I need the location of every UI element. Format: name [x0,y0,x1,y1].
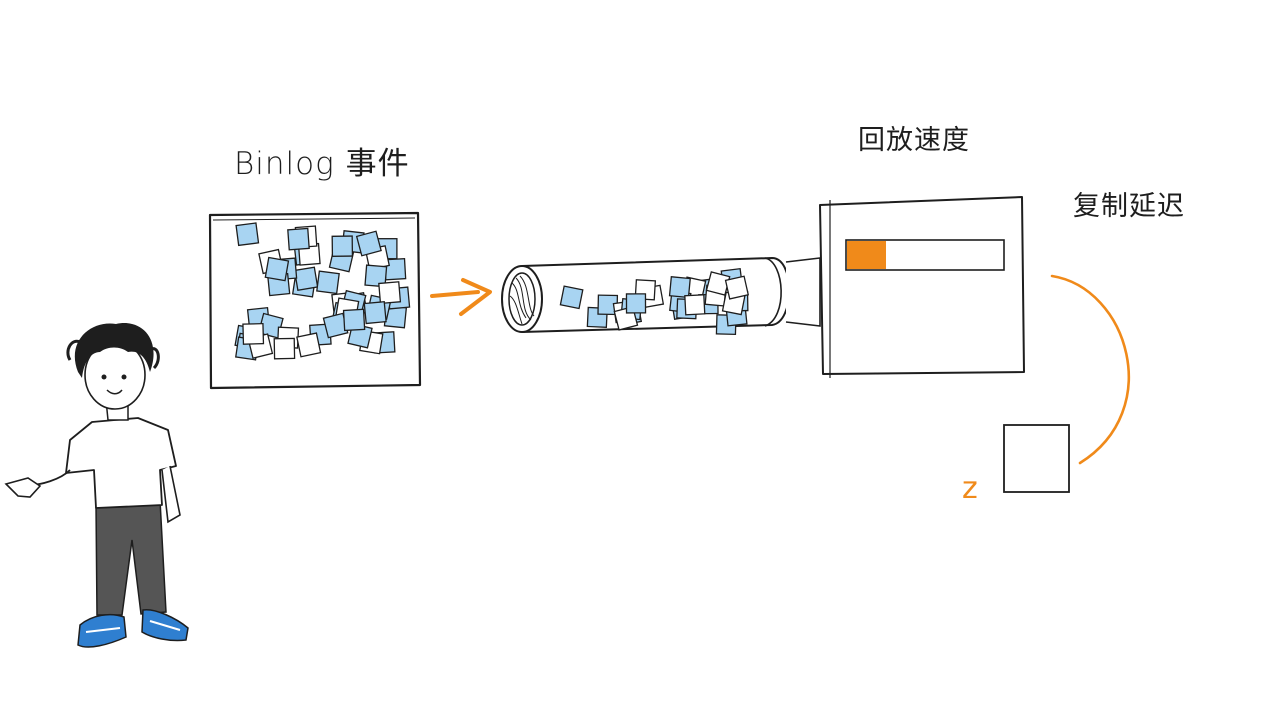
event-note [293,266,319,291]
replay-speed-label: 回放速度 [858,125,970,156]
event-note [378,281,402,305]
transit-note [625,293,647,314]
binlog-events-label: Binlog 事件 [234,146,410,182]
transit-note [559,285,584,310]
transit-note [724,275,750,300]
replication-pipe [501,256,821,336]
event-note [342,308,366,332]
event-note [287,227,310,251]
event-note [235,222,260,247]
replica-box [1003,424,1070,493]
replication-lag-curve: z [962,274,1130,506]
event-note [296,332,322,358]
event-note [264,256,290,282]
lag-mark: z [962,471,978,506]
event-note [331,235,354,257]
replay-speed-bar-fill [847,241,886,269]
event-note [316,270,340,295]
events-in-transit [559,267,750,336]
binlog-board [208,211,422,390]
event-note [242,322,265,345]
flow-arrow [430,278,492,316]
replication-lag-label: 复制延迟 [1073,191,1185,222]
event-note [364,264,388,288]
presenter-figure [4,323,189,648]
transit-note [668,276,691,299]
transit-note [684,294,706,316]
event-note [363,300,387,325]
event-note [273,337,296,360]
replay-speed-box [819,196,1025,378]
binlog-event-notes [234,222,411,361]
event-note [355,230,382,257]
